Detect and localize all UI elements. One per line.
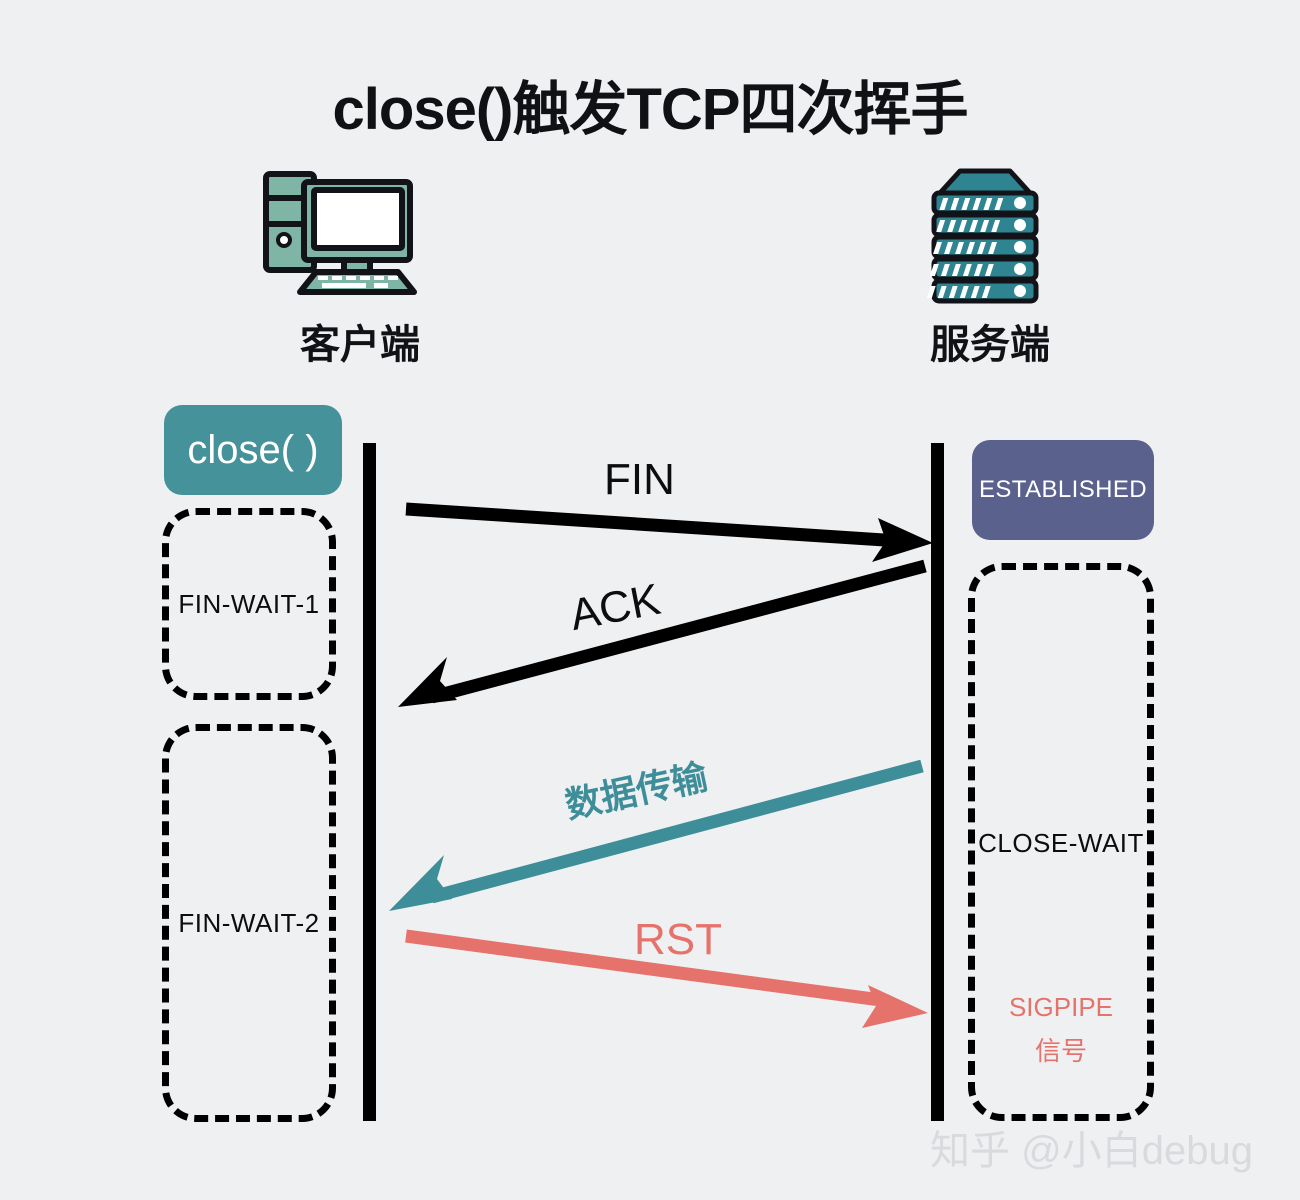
close-wait-state-box: CLOSE-WAIT bbox=[968, 563, 1154, 1121]
fin-wait-2-label: FIN-WAIT-2 bbox=[178, 907, 320, 938]
sigpipe-label: SIGPIPE bbox=[1008, 992, 1114, 1022]
established-label: ESTABLISHED bbox=[978, 476, 1147, 503]
server-rack-icon bbox=[920, 165, 1050, 305]
client-lifeline bbox=[363, 443, 376, 1121]
fin-wait-1-state-box: FIN-WAIT-1 bbox=[162, 508, 336, 700]
fin-arrow bbox=[405, 502, 933, 562]
close-call-label: close( ) bbox=[187, 427, 319, 472]
client-label: 客户端 bbox=[300, 323, 420, 367]
page-title: close()触发TCP四次挥手 bbox=[332, 77, 969, 142]
sigpipe-signal-group: SIGPIPE 信号 bbox=[968, 985, 1154, 1073]
close-call-box[interactable]: close( ) bbox=[164, 405, 342, 495]
server-label: 服务端 bbox=[930, 323, 1050, 367]
data-transfer-message-label: 数据传输 bbox=[561, 755, 712, 826]
watermark: 知乎 @小白debug bbox=[930, 1129, 1253, 1173]
fin-wait-2-state-box: FIN-WAIT-2 bbox=[162, 724, 336, 1122]
ack-message-label: ACK bbox=[566, 574, 665, 641]
desktop-computer-icon bbox=[258, 168, 448, 298]
rst-message-label: RST bbox=[634, 915, 722, 964]
sigpipe-signal-label: 信号 bbox=[1034, 1036, 1087, 1066]
ack-arrow bbox=[398, 559, 927, 707]
close-wait-label: CLOSE-WAIT bbox=[978, 828, 1144, 858]
fin-wait-1-label: FIN-WAIT-1 bbox=[178, 588, 320, 619]
fin-message-label: FIN bbox=[604, 455, 675, 504]
server-lifeline bbox=[931, 443, 944, 1121]
established-state-box[interactable]: ESTABLISHED bbox=[972, 440, 1154, 540]
